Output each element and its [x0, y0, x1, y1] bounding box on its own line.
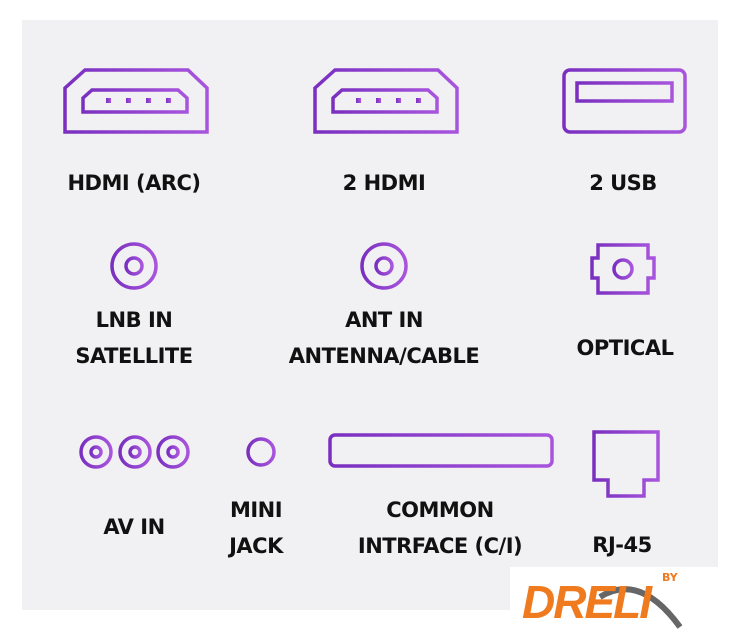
label-line: MINI	[229, 498, 283, 522]
label-optical: OPTICAL	[576, 336, 674, 360]
label-mini-jack: MINI JACK	[229, 492, 283, 564]
label-hdmi-arc: HDMI (ARC)	[67, 171, 201, 195]
label-line: ANTENNA/CABLE	[288, 344, 480, 368]
hdmi-arc-icon	[63, 68, 209, 134]
ant-coax-icon	[360, 242, 408, 290]
label-av-in: AV IN	[103, 515, 165, 539]
logo-text: DRELI	[522, 576, 652, 628]
common-interface-icon	[328, 433, 554, 468]
label-line: SATELLITE	[75, 344, 193, 368]
lnb-coax-icon	[110, 242, 158, 290]
logo-by: BY	[662, 571, 678, 584]
label-line: JACK	[229, 534, 283, 558]
usb-icon	[562, 68, 687, 134]
background-panel	[22, 20, 718, 610]
av-in-icon	[79, 435, 190, 469]
label-line: LNB IN	[95, 308, 173, 332]
label-line: ANT IN	[345, 308, 423, 332]
label-usb: 2 USB	[589, 171, 657, 195]
label-hdmi: 2 HDMI	[342, 171, 426, 195]
optical-icon	[590, 243, 656, 295]
logo-swoosh-icon	[598, 586, 683, 629]
dreli-logo: DRELI BY	[510, 567, 739, 640]
hdmi-icon	[313, 68, 459, 134]
mini-jack-icon	[246, 437, 276, 467]
label-line: INTRFACE (C/I)	[357, 534, 523, 558]
label-lnb: LNB IN SATELLITE	[75, 302, 193, 374]
label-rj45: RJ-45	[592, 533, 652, 557]
label-common-interface: COMMON INTRFACE (C/I)	[357, 492, 523, 564]
label-ant: ANT IN ANTENNA/CABLE	[288, 302, 480, 374]
label-line: COMMON	[386, 498, 494, 522]
rj45-icon	[592, 430, 660, 498]
